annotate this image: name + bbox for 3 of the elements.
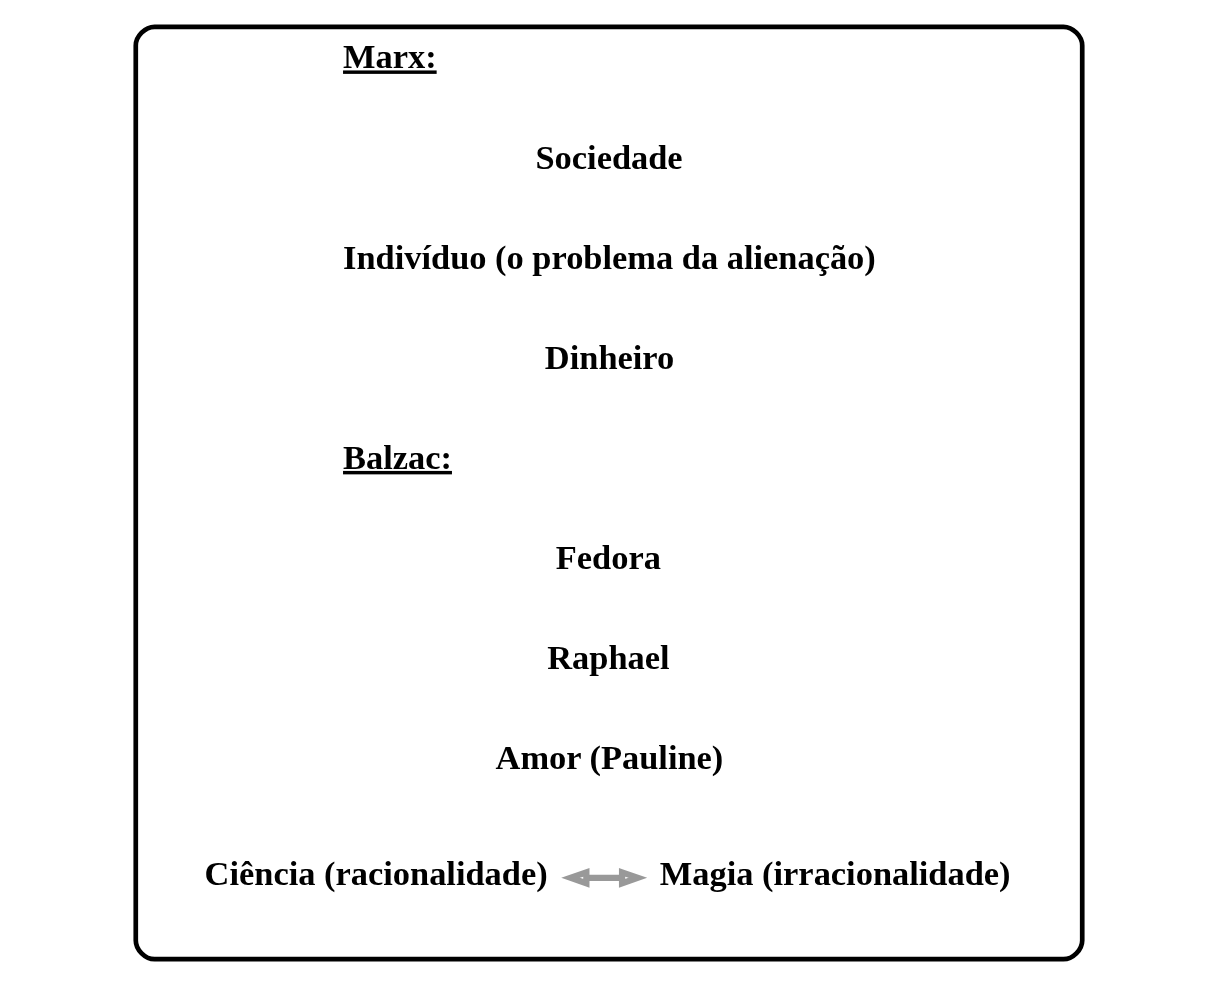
- arrow: [561, 867, 648, 888]
- node-text: Ciência (racionalidade): [204, 854, 548, 893]
- node-text: Magia (irracionalidade): [659, 854, 1011, 893]
